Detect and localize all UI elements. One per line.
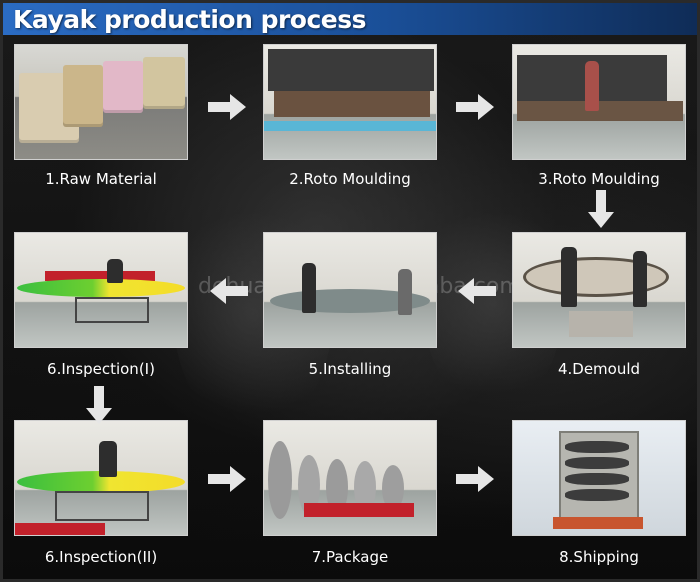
photo-roto-moulding-2: [512, 44, 686, 160]
step-label: 5.Installing: [308, 360, 392, 378]
photo-inspection-1: [14, 232, 188, 348]
photo-installing: [263, 232, 437, 348]
step-label: 7.Package: [311, 548, 389, 566]
photo-package: [263, 420, 437, 536]
title-bar: Kayak production process: [3, 3, 697, 35]
arrow-icon: [588, 190, 614, 228]
arrow-icon: [208, 466, 246, 492]
step-label: 3.Roto Moulding: [538, 170, 660, 188]
step-label: 8.Shipping: [559, 548, 639, 566]
step-label: 2.Roto Moulding: [289, 170, 411, 188]
arrow-icon: [208, 94, 246, 120]
photo-roto-moulding-1: [263, 44, 437, 160]
step-label: 6.Inspection(II): [44, 548, 158, 566]
arrow-icon: [86, 386, 112, 424]
step-label: 6.Inspection(I): [47, 360, 155, 378]
page-title: Kayak production process: [13, 5, 367, 34]
step-label: 1.Raw Material: [45, 170, 157, 188]
photo-inspection-2: [14, 420, 188, 536]
arrow-icon: [456, 466, 494, 492]
photo-shipping: [512, 420, 686, 536]
arrow-icon: [458, 278, 496, 304]
photo-demould: [512, 232, 686, 348]
arrow-icon: [210, 278, 248, 304]
arrow-icon: [456, 94, 494, 120]
step-label: 4.Demould: [557, 360, 641, 378]
photo-raw-material: [14, 44, 188, 160]
